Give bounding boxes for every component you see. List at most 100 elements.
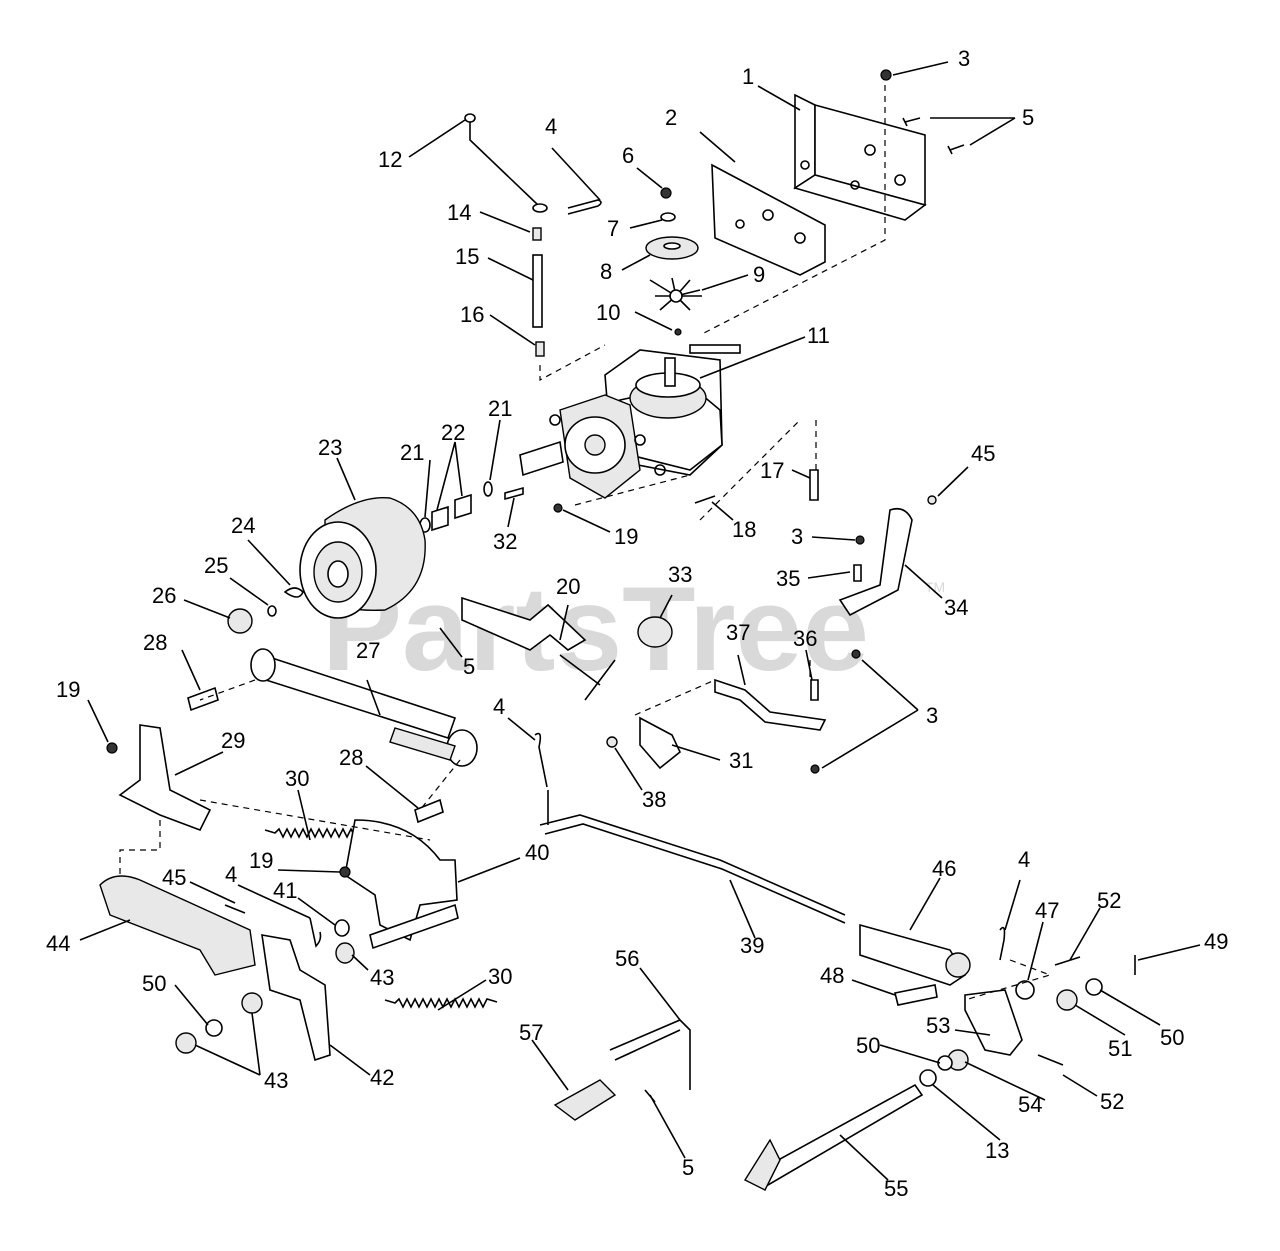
callout-25: 25: [204, 553, 228, 578]
part-15-pin: [532, 254, 543, 328]
callout-52: 52: [1097, 888, 1121, 913]
callout-17: 17: [760, 458, 784, 483]
part-5-screw: [947, 144, 965, 155]
callout-3: 3: [926, 703, 938, 728]
callout-4: 4: [225, 862, 237, 887]
part-53-bracket: [964, 989, 1023, 1056]
callout-3: 3: [791, 524, 803, 549]
part-39-rod: [539, 814, 846, 916]
part-57-pad: [553, 1079, 617, 1121]
part-48-bolt: [894, 984, 938, 1006]
callout-50: 50: [1160, 1025, 1184, 1050]
part-17-bolt: [809, 469, 819, 501]
callout-33: 33: [668, 562, 692, 587]
callout-11: 11: [807, 323, 830, 348]
part-50-washer: [205, 1019, 223, 1037]
part-19-nut: [339, 866, 351, 878]
part-14-fitting: [532, 227, 542, 241]
callout-36: 36: [793, 626, 817, 651]
part-55-lever-grip: [743, 1138, 781, 1191]
part-35-bolt: [853, 564, 862, 582]
part-22-spacer: [431, 505, 449, 532]
callout-10: 10: [596, 300, 620, 325]
callout-15: 15: [455, 244, 479, 269]
part-23-clutch: [299, 496, 426, 619]
callout-24: 24: [231, 513, 255, 538]
part-4-cotter-pin: [309, 917, 322, 948]
callout-45: 45: [971, 441, 995, 466]
callout-19: 19: [614, 524, 638, 549]
part-12-rod: [464, 113, 548, 213]
callout-45: 45: [162, 865, 186, 890]
part-30-spring: [384, 997, 498, 1009]
part-2-plate: [711, 163, 826, 276]
part-45-screw: [224, 904, 246, 914]
part-19-nut: [106, 742, 118, 754]
part-37-bracket: [714, 678, 827, 731]
callout-35: 35: [776, 566, 800, 591]
part-11-transaxle: [519, 344, 741, 499]
callout-labels: 1 2 3 5 4 6 7 8 9 10 11 12 14 15 16 17 1…: [46, 46, 1228, 1201]
part-3-nut: [810, 764, 820, 774]
part-39-rod: [544, 823, 846, 924]
part-46-lever-hub: [945, 952, 971, 978]
part-42-bracket: [261, 934, 331, 1062]
part-51-bushing: [1056, 989, 1078, 1011]
callout-21: 21: [400, 440, 424, 465]
part-20-bracket-arm: [559, 654, 616, 701]
leader-lines: [79, 61, 1201, 1181]
trademark-text: TM: [925, 579, 945, 595]
callout-18: 18: [732, 517, 756, 542]
part-8-pulley: [645, 236, 699, 260]
callout-23: 23: [318, 435, 342, 460]
callout-16: 16: [460, 302, 484, 327]
part-22-spacer: [454, 493, 472, 520]
callout-8: 8: [600, 259, 612, 284]
callout-4: 4: [1018, 847, 1030, 872]
part-24-clip: [283, 587, 304, 598]
callout-52: 52: [1100, 1089, 1124, 1114]
callout-22: 22: [441, 420, 465, 445]
part-36-bolt: [810, 679, 819, 701]
callout-43: 43: [370, 965, 394, 990]
callout-4: 4: [493, 694, 505, 719]
part-43-bushing: [175, 1032, 197, 1054]
part-1-bracket: [793, 93, 927, 221]
part-13-washer: [919, 1069, 937, 1087]
callout-43: 43: [264, 1068, 288, 1093]
part-34-bracket: [838, 507, 913, 617]
callout-30: 30: [285, 766, 309, 791]
callout-50: 50: [856, 1033, 880, 1058]
part-10-screw: [674, 328, 682, 336]
callout-51: 51: [1108, 1036, 1132, 1061]
part-45-screw: [927, 495, 937, 505]
part-21-washer: [483, 481, 493, 497]
callout-39: 39: [740, 933, 764, 958]
callout-7: 7: [607, 216, 619, 241]
callout-1: 1: [742, 64, 754, 89]
callout-27: 27: [356, 638, 380, 663]
callout-55: 55: [884, 1176, 908, 1201]
callout-28: 28: [339, 745, 363, 770]
part-26-cap: [227, 608, 253, 634]
callout-28: 28: [143, 630, 167, 655]
callout-19: 19: [56, 677, 80, 702]
callout-5: 5: [463, 654, 475, 679]
part-56-rod: [614, 1029, 681, 1061]
part-6-nut: [660, 187, 672, 199]
part-4-cotter-pin: [567, 199, 602, 215]
part-32-key: [504, 486, 524, 501]
callout-4: 4: [545, 114, 557, 139]
part-46-lever: [859, 923, 967, 986]
part-18-bolt: [694, 495, 716, 504]
part-16-fitting: [535, 341, 545, 357]
callout-5: 5: [682, 1155, 694, 1180]
part-9-fan: [649, 277, 702, 311]
callout-42: 42: [370, 1065, 394, 1090]
part-47-washer: [1015, 980, 1035, 1000]
part-4-cotter-pin: [999, 926, 1006, 961]
part-31-bracket: [639, 716, 681, 770]
callout-20: 20: [556, 574, 580, 599]
part-20-bracket: [461, 596, 587, 651]
